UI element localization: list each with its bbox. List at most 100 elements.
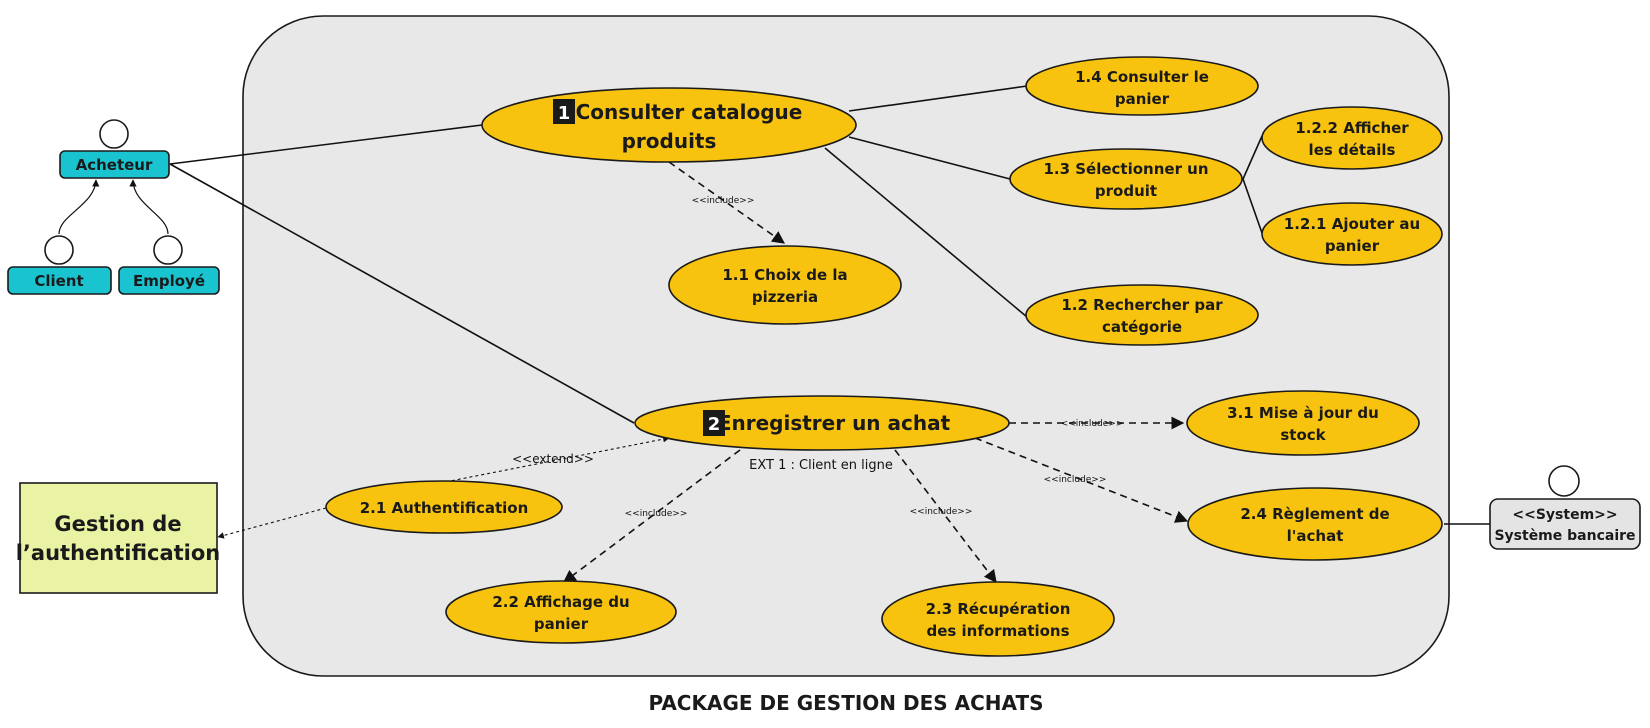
use-case-label-line1: Consulter catalogue bbox=[576, 100, 803, 124]
use-case-2-3[interactable]: 2.3 Récupération des informations bbox=[881, 581, 1115, 657]
number-badge-label: 2 bbox=[708, 414, 721, 435]
use-case-label-line2: l'achat bbox=[1287, 527, 1344, 545]
use-case-ellipse bbox=[1025, 284, 1259, 346]
actor-label: Acheteur bbox=[76, 156, 153, 174]
use-case-label-line1: 1.2 Rechercher par bbox=[1061, 296, 1223, 314]
use-case-label-line2: panier bbox=[1325, 237, 1380, 255]
use-case-1[interactable]: 1 Consulter catalogue produits bbox=[481, 87, 857, 163]
actor-label: Client bbox=[34, 272, 83, 290]
actor-head-icon bbox=[1548, 465, 1580, 497]
use-case-1-2[interactable]: 1.2 Rechercher par catégorie bbox=[1025, 284, 1259, 346]
extension-point-label: EXT 1 : Client en ligne bbox=[749, 458, 893, 473]
use-case-label-line1: 3.1 Mise à jour du bbox=[1227, 404, 1379, 422]
use-case-label-line2: produits bbox=[622, 129, 717, 153]
association-acheteur-uc1 bbox=[169, 124, 483, 165]
use-case-label-line1: 2.2 Affichage du bbox=[492, 593, 629, 611]
actor-box bbox=[118, 266, 220, 295]
use-case-label-line2: produit bbox=[1095, 182, 1157, 200]
include-label-uc2-2: <<include>> bbox=[625, 509, 688, 519]
use-case-label-line1: 1.2.2 Afficher bbox=[1295, 119, 1409, 137]
actor-head-icon bbox=[153, 235, 183, 265]
use-case-ellipse bbox=[1186, 390, 1420, 456]
actor-head-icon bbox=[44, 235, 74, 265]
use-case-label-line2: pizzeria bbox=[752, 288, 818, 306]
use-case-ellipse bbox=[1025, 56, 1259, 116]
dependency-uc2-1-auth-package bbox=[217, 507, 327, 539]
use-case-label-line1: 1.3 Sélectionner un bbox=[1043, 160, 1208, 178]
actor-employe[interactable]: Employé bbox=[118, 235, 220, 295]
association-uc1-3-uc1-2-1 bbox=[1242, 178, 1263, 234]
generalization-client-acheteur bbox=[58, 179, 100, 235]
actor-head-icon bbox=[99, 119, 129, 149]
extend-label: <<extend>> bbox=[512, 452, 594, 466]
use-case-ellipse bbox=[325, 480, 563, 534]
use-case-label-line2: stock bbox=[1280, 426, 1326, 444]
include-label-uc2-4: <<include>> bbox=[1044, 475, 1107, 485]
use-case-1-4[interactable]: 1.4 Consulter le panier bbox=[1025, 56, 1259, 116]
use-case-ellipse bbox=[1261, 106, 1443, 170]
include-uc2-uc2-3 bbox=[894, 449, 997, 584]
use-case-label-line1: 2.4 Règlement de bbox=[1240, 505, 1389, 523]
use-case-label-line2: panier bbox=[1115, 90, 1170, 108]
use-case-label-line1: 1.2.1 Ajouter au bbox=[1284, 215, 1420, 233]
association-uc1-uc1-2 bbox=[824, 147, 1028, 318]
include-label-uc1-1: <<include>> bbox=[692, 196, 755, 206]
include-label-uc2-3: <<include>> bbox=[910, 507, 973, 517]
actor-box bbox=[1489, 498, 1641, 550]
use-case-label-line1: 2.3 Récupération bbox=[926, 600, 1071, 618]
number-badge bbox=[703, 410, 725, 436]
use-case-label-line2: des informations bbox=[926, 622, 1069, 640]
use-case-label: Enregistrer un achat bbox=[718, 411, 951, 435]
package-label-line1: Gestion de bbox=[54, 512, 181, 536]
association-uc1-uc1-4 bbox=[848, 85, 1028, 112]
use-case-label-line1: 1.4 Consulter le bbox=[1075, 68, 1209, 86]
association-acheteur-uc2 bbox=[169, 163, 635, 424]
use-case-label-line2: panier bbox=[534, 615, 589, 633]
use-case-1-2-1[interactable]: 1.2.1 Ajouter au panier bbox=[1261, 202, 1443, 266]
use-case-1-3[interactable]: 1.3 Sélectionner un produit bbox=[1009, 148, 1243, 210]
use-case-1-1[interactable]: 1.1 Choix de la pizzeria bbox=[668, 245, 902, 325]
package-label-line2: l’authentification bbox=[16, 541, 221, 565]
use-case-ellipse bbox=[481, 87, 857, 163]
use-case-label-line2: catégorie bbox=[1102, 318, 1182, 336]
generalizations bbox=[58, 179, 169, 235]
include-label-uc3-1: <<include>> bbox=[1061, 419, 1124, 429]
external-package-auth[interactable]: Gestion de l’authentification bbox=[16, 482, 221, 594]
use-case-ellipse bbox=[668, 245, 902, 325]
package-box bbox=[19, 482, 218, 594]
actor-box bbox=[7, 266, 112, 295]
use-case-2-2[interactable]: 2.2 Affichage du panier bbox=[445, 580, 677, 644]
use-case-ellipse bbox=[445, 580, 677, 644]
package-title: PACKAGE DE GESTION DES ACHATS bbox=[649, 691, 1044, 715]
use-case-1-2-2[interactable]: 1.2.2 Afficher les détails bbox=[1261, 106, 1443, 170]
actor-client[interactable]: Client bbox=[7, 235, 112, 295]
generalization-employe-acheteur bbox=[129, 179, 169, 235]
include-uc2-uc2-2 bbox=[562, 449, 741, 583]
use-case-3-1[interactable]: 3.1 Mise à jour du stock bbox=[1186, 390, 1420, 456]
use-case-ellipse bbox=[1187, 487, 1443, 561]
use-case-ellipse bbox=[1261, 202, 1443, 266]
associations bbox=[169, 85, 1490, 525]
actor-systeme-bancaire[interactable]: <<System>> Système bancaire bbox=[1489, 465, 1641, 550]
use-case-ellipse bbox=[1009, 148, 1243, 210]
actor-box bbox=[59, 150, 170, 179]
use-case-2[interactable]: 2 Enregistrer un achat bbox=[634, 395, 1010, 451]
actor-acheteur[interactable]: Acheteur bbox=[59, 119, 170, 179]
extend-dependencies bbox=[217, 435, 670, 539]
dependencies bbox=[562, 161, 1189, 584]
number-badge bbox=[553, 99, 575, 124]
include-uc2-uc2-4 bbox=[974, 437, 1189, 523]
use-case-2-4[interactable]: 2.4 Règlement de l'achat bbox=[1187, 487, 1443, 561]
use-case-label-line1: 1.1 Choix de la bbox=[722, 266, 847, 284]
association-uc1-3-uc1-2-2 bbox=[1242, 135, 1263, 180]
use-case-ellipse bbox=[881, 581, 1115, 657]
use-case-2-1[interactable]: 2.1 Authentification bbox=[325, 480, 563, 534]
use-case-label-line2: les détails bbox=[1309, 141, 1396, 159]
association-uc1-uc1-3 bbox=[848, 136, 1011, 180]
actor-label: Employé bbox=[133, 272, 205, 290]
number-badge-label: 1 bbox=[558, 103, 571, 124]
system-name: Système bancaire bbox=[1494, 528, 1635, 544]
use-case-label: 2.1 Authentification bbox=[360, 499, 529, 517]
